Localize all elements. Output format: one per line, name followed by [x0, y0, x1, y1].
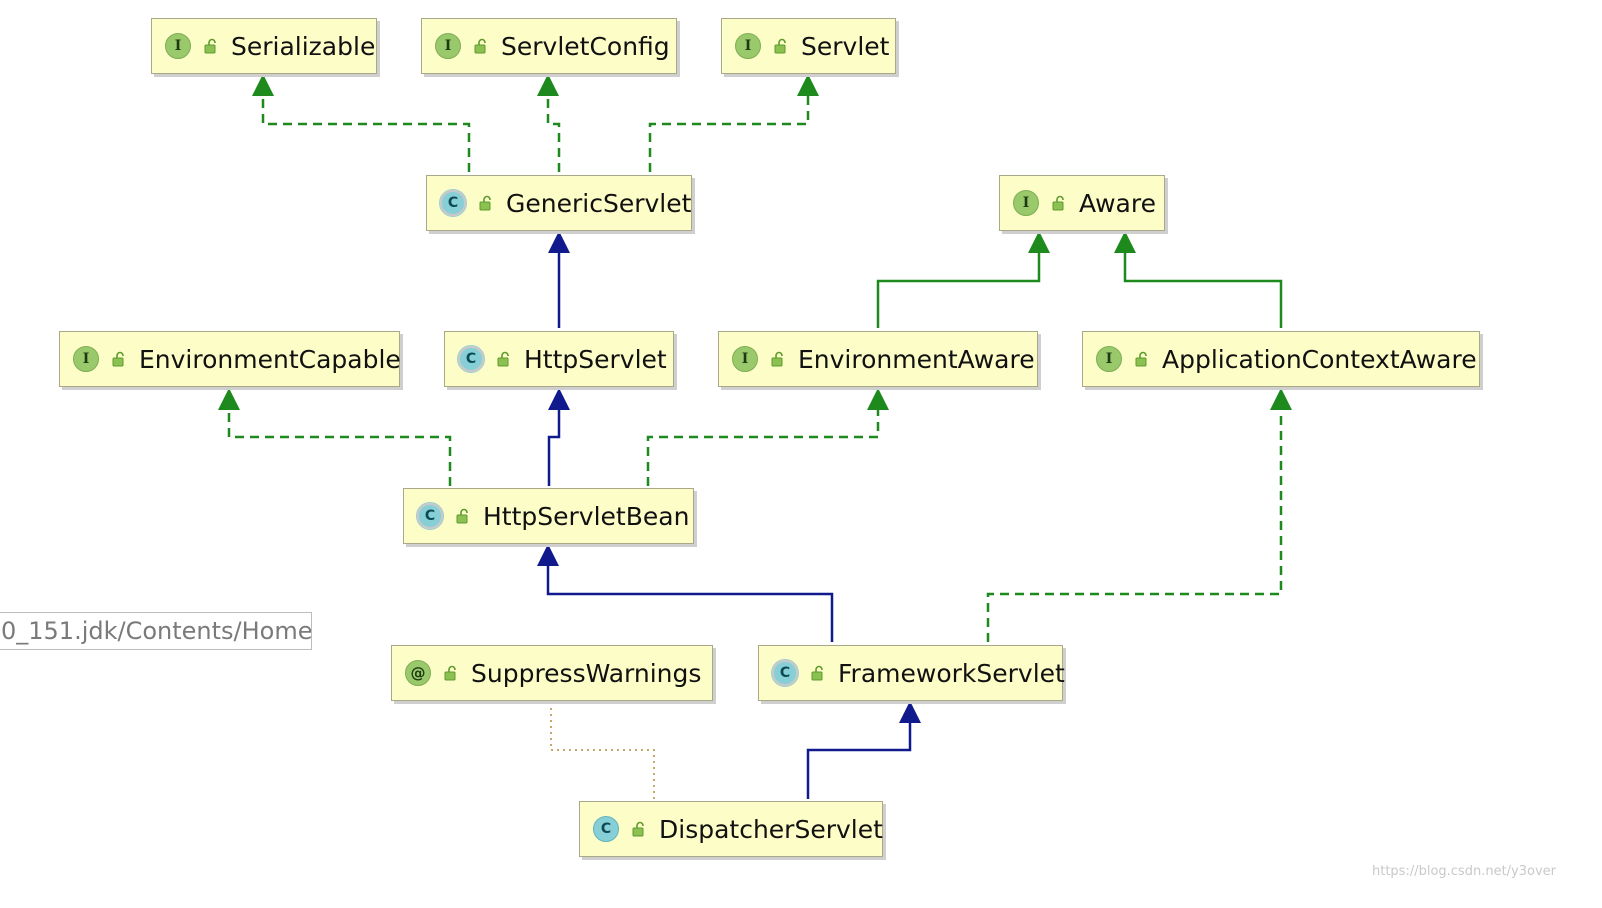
public-visibility-icon	[455, 508, 471, 524]
public-visibility-icon	[770, 351, 786, 367]
node-httpservletbean[interactable]: C HttpServletBean	[403, 488, 694, 544]
node-label: ServletConfig	[501, 31, 670, 61]
watermark: https://blog.csdn.net/y3over	[1371, 864, 1556, 879]
public-visibility-icon	[478, 195, 494, 211]
node-label: DispatcherServlet	[659, 814, 883, 844]
jdk-path-text: 0_151.jdk/Contents/Home	[1, 617, 312, 645]
abstract-class-icon: C	[439, 189, 467, 217]
public-visibility-icon	[631, 821, 647, 837]
arrowhead	[252, 74, 274, 96]
edge-httpservletbean-environmentaware	[646, 410, 880, 486]
arrowhead	[1114, 231, 1136, 253]
edge-dispatcherservlet-suppresswarnings	[550, 705, 655, 799]
node-environmentaware[interactable]: I EnvironmentAware	[718, 331, 1038, 387]
jdk-path-field[interactable]: 0_151.jdk/Contents/Home	[0, 612, 312, 650]
arrowhead	[537, 544, 559, 566]
node-serializable[interactable]: I Serializable	[151, 18, 377, 74]
edge-frameworkservlet-httpservletbean	[546, 566, 834, 642]
node-label: SuppressWarnings	[471, 658, 702, 688]
annotation-icon: @	[405, 660, 431, 686]
interface-icon: I	[1013, 190, 1039, 216]
node-httpservlet[interactable]: C HttpServlet	[444, 331, 674, 387]
arrowhead	[218, 388, 240, 410]
interface-icon: I	[435, 33, 461, 59]
edge-genericservlet-servlet	[648, 94, 810, 172]
node-label: GenericServlet	[506, 188, 692, 218]
node-label: Servlet	[801, 31, 890, 61]
arrowhead	[548, 231, 570, 253]
edge-genericservlet-servletconfig	[546, 94, 561, 172]
public-visibility-icon	[810, 665, 826, 681]
public-visibility-icon	[111, 351, 127, 367]
node-label: FrameworkServlet	[838, 658, 1065, 688]
edge-applicationcontextaware-aware	[1123, 252, 1283, 328]
node-frameworkservlet[interactable]: C FrameworkServlet	[758, 645, 1065, 701]
interface-icon: I	[165, 33, 191, 59]
public-visibility-icon	[496, 351, 512, 367]
node-label: HttpServletBean	[483, 501, 690, 531]
node-applicationcontextaware[interactable]: I ApplicationContextAware	[1082, 331, 1480, 387]
node-aware[interactable]: I Aware	[999, 175, 1165, 231]
abstract-class-icon: C	[771, 659, 799, 687]
arrowhead	[899, 701, 921, 723]
public-visibility-icon	[443, 665, 459, 681]
node-servletconfig[interactable]: I ServletConfig	[421, 18, 677, 74]
class-icon: C	[593, 816, 619, 842]
public-visibility-icon	[473, 38, 489, 54]
edge-frameworkservlet-applicationcontextaware	[986, 410, 1283, 642]
edge-httpservletbean-environmentcapable	[227, 410, 452, 486]
arrowhead	[548, 388, 570, 410]
arrowhead	[1028, 231, 1050, 253]
edge-genericservlet-serializable	[261, 94, 471, 172]
arrowhead	[867, 388, 889, 410]
arrowhead	[537, 74, 559, 96]
node-genericservlet[interactable]: C GenericServlet	[426, 175, 692, 231]
node-label: ApplicationContextAware	[1162, 344, 1477, 374]
node-label: EnvironmentCapable	[139, 344, 401, 374]
node-label: Aware	[1079, 188, 1156, 218]
public-visibility-icon	[1051, 195, 1067, 211]
interface-icon: I	[1096, 346, 1122, 372]
public-visibility-icon	[1134, 351, 1150, 367]
interface-icon: I	[732, 346, 758, 372]
node-label: EnvironmentAware	[798, 344, 1035, 374]
interface-icon: I	[735, 33, 761, 59]
node-label: Serializable	[231, 31, 376, 61]
interface-icon: I	[73, 346, 99, 372]
edge-dispatcherservlet-frameworkservlet	[806, 722, 912, 799]
node-servlet[interactable]: I Servlet	[721, 18, 896, 74]
public-visibility-icon	[203, 38, 219, 54]
arrowhead	[1270, 388, 1292, 410]
abstract-class-icon: C	[416, 502, 444, 530]
arrowhead	[797, 74, 819, 96]
edge-httpservletbean-httpservlet	[547, 410, 561, 486]
node-label: HttpServlet	[524, 344, 667, 374]
node-dispatcherservlet[interactable]: C DispatcherServlet	[579, 801, 883, 857]
node-suppresswarnings[interactable]: @ SuppressWarnings	[391, 645, 713, 701]
node-environmentcapable[interactable]: I EnvironmentCapable	[59, 331, 401, 387]
abstract-class-icon: C	[457, 345, 485, 373]
edge-environmentaware-aware	[876, 252, 1041, 328]
public-visibility-icon	[773, 38, 789, 54]
